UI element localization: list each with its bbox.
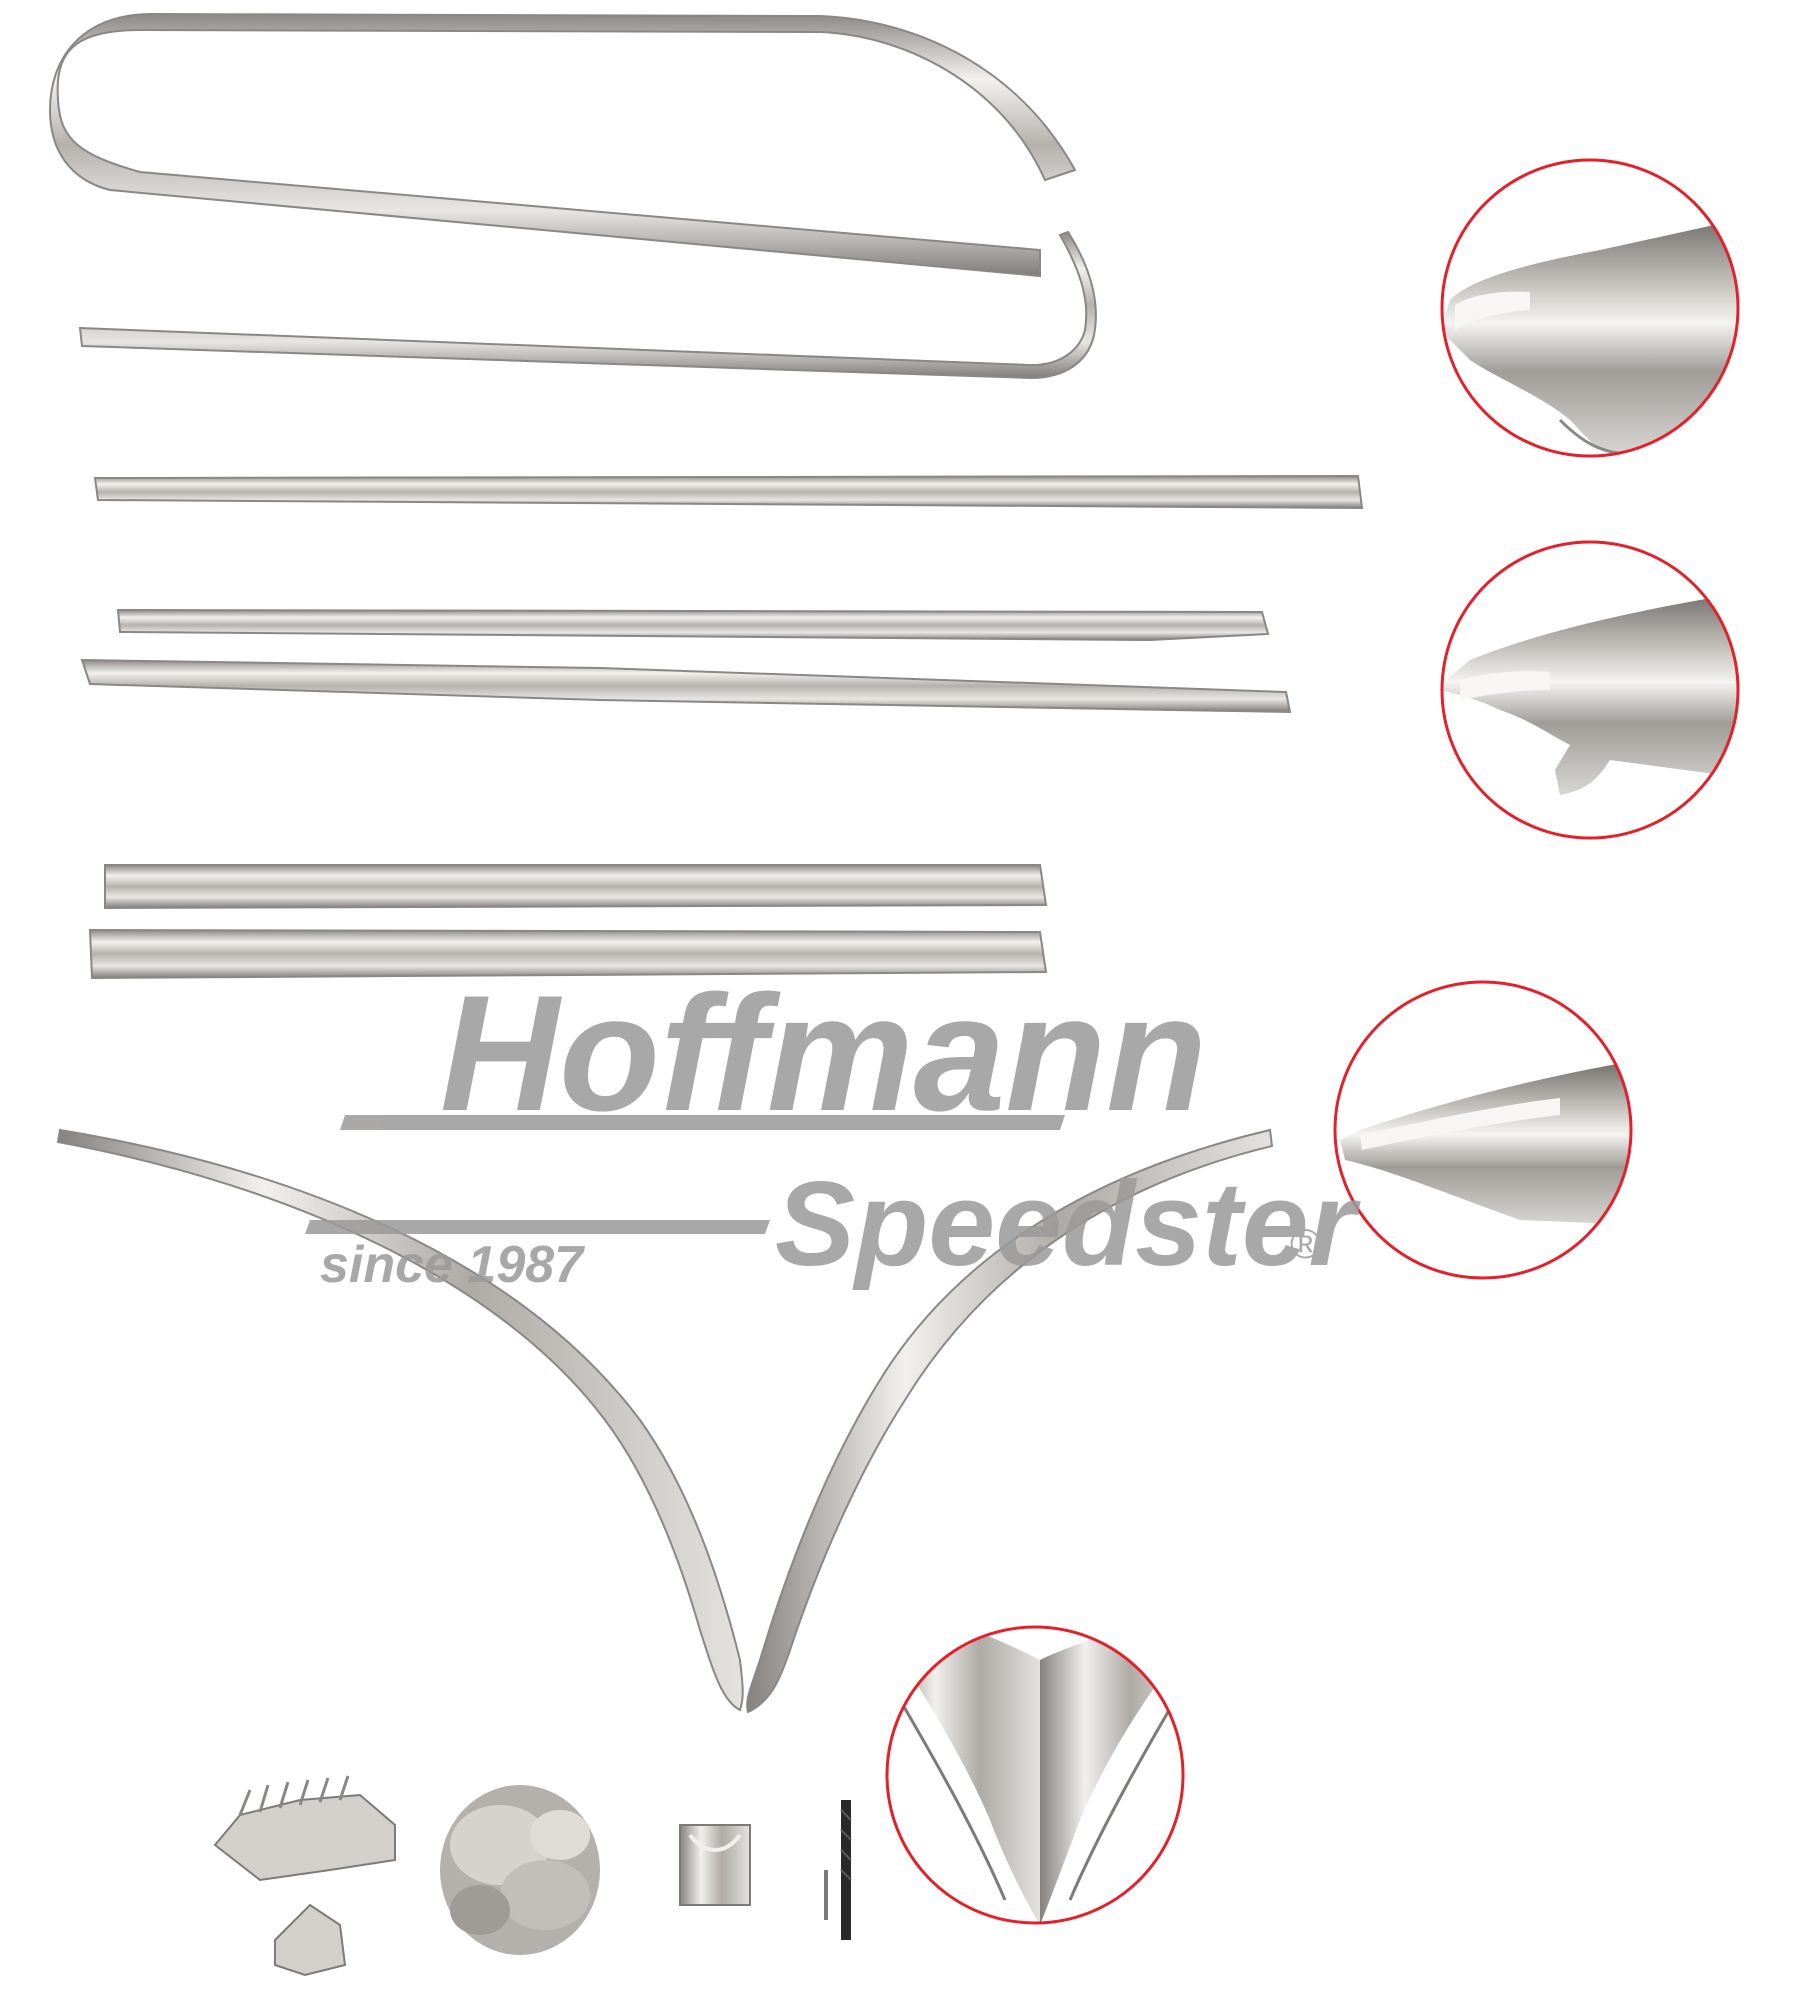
v-trim-left [56, 1128, 744, 1712]
mounting-clips [213, 1775, 396, 1977]
roof-trim-lower [78, 230, 1097, 380]
detail-v-joint [885, 1625, 1185, 1925]
tagline: since 1987 [320, 1236, 585, 1294]
door-trim-1 [104, 864, 1048, 910]
watermark-logo: Hoffmann Speedster since 1987 ® [305, 961, 1362, 1294]
brand-line-2: Speedster [775, 1157, 1362, 1291]
door-trim-2 [88, 928, 1048, 980]
side-trim-3 [80, 658, 1292, 714]
v-trim-right [746, 1128, 1274, 1714]
detail-profile-3 [1333, 980, 1633, 1280]
detail-profile-2 [1440, 540, 1740, 840]
drill-bit [824, 1800, 852, 1940]
screws-pile [440, 1785, 600, 1955]
side-trim-1 [93, 474, 1364, 510]
roof-trim-upper [48, 12, 1077, 278]
joint-connector [679, 1824, 751, 1906]
side-trim-2 [116, 608, 1270, 642]
detail-profile-1 [1440, 158, 1740, 458]
brand-line-1: Hoffmann [440, 961, 1207, 1145]
registered-mark: ® [1290, 1220, 1321, 1267]
